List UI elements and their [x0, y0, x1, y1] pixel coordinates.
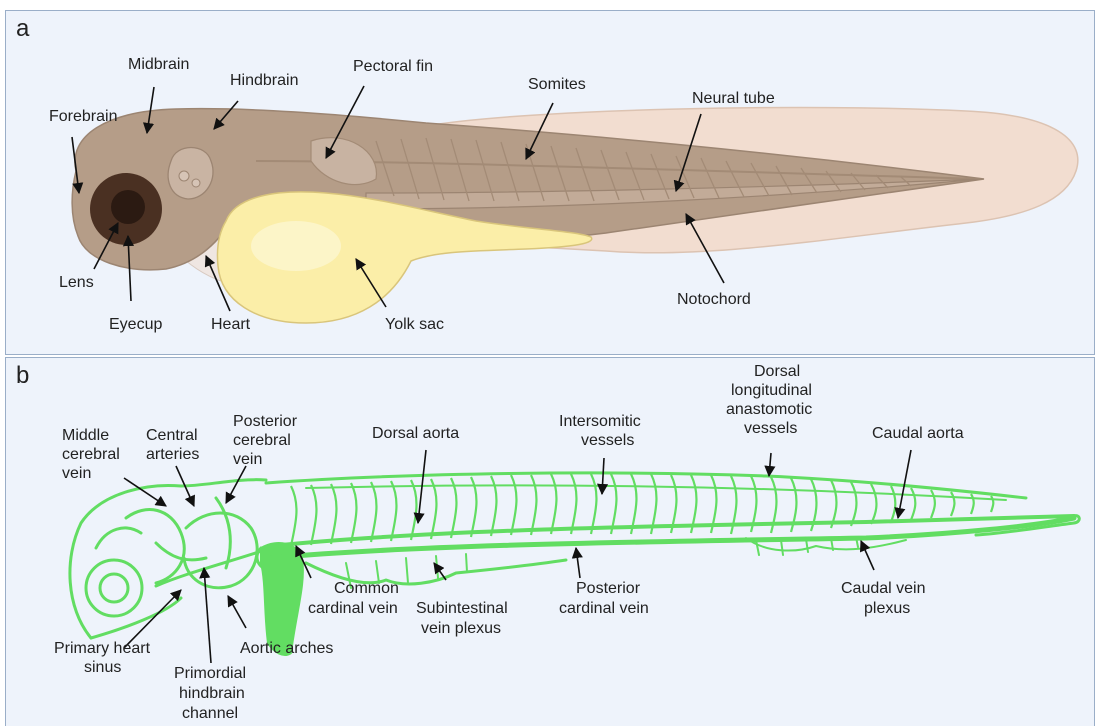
label-heart: Heart [211, 316, 251, 333]
label-subintestinal-vein-plexus: Subintestinal vein plexus [416, 600, 512, 637]
label-primordial-hindbrain-channel: Primordial hindbrain channel [174, 665, 250, 722]
label-yolk-sac: Yolk sac [385, 316, 444, 333]
lens [111, 190, 145, 224]
label-caudal-vein-plexus: Caudal vein plexus [841, 580, 930, 617]
label-midbrain: Midbrain [128, 56, 189, 73]
label-common-cardinal-vein: Common cardinal vein [308, 580, 403, 617]
label-middle-cerebral-vein: Middle cerebral vein [62, 427, 124, 482]
head-vessel-ring [86, 560, 142, 616]
label-aortic-arches: Aortic arches [240, 640, 333, 657]
label-pectoral-fin: Pectoral fin [353, 58, 433, 75]
label-eyecup: Eyecup [109, 316, 162, 333]
label-intersomitic-vessels: Intersomitic vessels [559, 413, 645, 449]
label-dlav: Dorsal longitudinal anastomotic vessels [726, 363, 817, 437]
label-posterior-cerebral-vein: Posterior cerebral vein [233, 413, 301, 468]
label-central-arteries: Central arteries [146, 427, 202, 463]
panel-b: b [5, 357, 1095, 726]
label-dorsal-aorta: Dorsal aorta [372, 425, 459, 442]
zebrafish-anatomy-illustration: Midbrain Hindbrain Pectoral fin Somites … [6, 11, 1095, 355]
label-primary-heart-sinus: Primary heart sinus [54, 640, 154, 676]
label-lens: Lens [59, 274, 94, 291]
label-forebrain: Forebrain [49, 108, 117, 125]
common-cardinal-vein-region [261, 543, 303, 655]
label-neural-tube: Neural tube [692, 90, 775, 107]
otic-vesicle [168, 148, 213, 200]
label-hindbrain: Hindbrain [230, 72, 298, 89]
panel-a: a [5, 10, 1095, 355]
label-caudal-aorta: Caudal aorta [872, 425, 964, 442]
label-notochord: Notochord [677, 291, 751, 308]
label-posterior-cardinal-vein: Posterior cardinal vein [559, 580, 649, 617]
label-somites: Somites [528, 76, 586, 93]
zebrafish-vasculature-illustration: Middle cerebral vein Central arteries Po… [6, 358, 1095, 726]
